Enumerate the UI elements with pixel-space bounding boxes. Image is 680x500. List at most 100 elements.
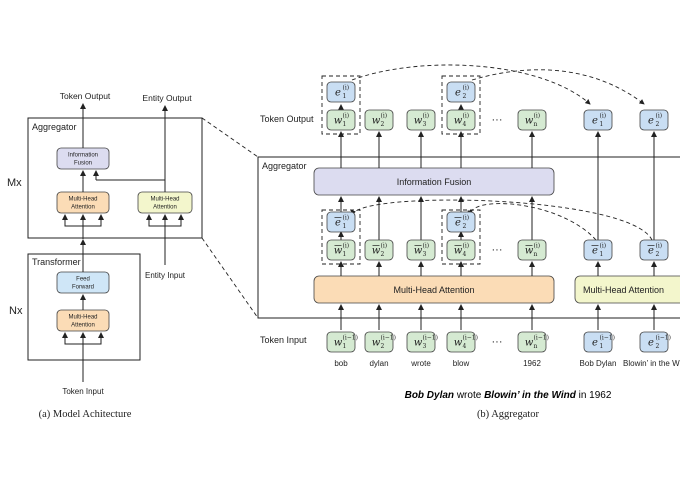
svg-text:(i): (i) bbox=[381, 243, 388, 250]
ellipsis-0: ··· bbox=[492, 114, 503, 126]
svg-text:(i−1): (i−1) bbox=[600, 335, 615, 342]
svg-text:1: 1 bbox=[600, 251, 604, 258]
example-sentence: Bob Dylan wrote Blowin’ in the Wind in 1… bbox=[405, 390, 612, 401]
left-aggregator-box bbox=[27, 117, 203, 239]
left-token-mha-line1: Multi-Head bbox=[68, 197, 97, 203]
left-information-fusion-line1: Information bbox=[68, 153, 98, 159]
zoom-guides bbox=[201, 117, 259, 319]
svg-text:w: w bbox=[334, 246, 343, 257]
svg-text:(i): (i) bbox=[600, 113, 607, 120]
svg-text:1: 1 bbox=[600, 121, 604, 128]
left-entity-output-label: Entity Output bbox=[142, 93, 192, 103]
word-label-blow: blow bbox=[453, 359, 470, 368]
svg-text:(i): (i) bbox=[463, 113, 470, 120]
nx-label: Nx bbox=[9, 305, 23, 317]
left-aggregator-arrows bbox=[62, 103, 184, 265]
entity-label-blowin: Blowin’ in the Wind bbox=[623, 359, 680, 368]
sentence-part-2: Blowin’ in the Wind bbox=[484, 390, 577, 401]
svg-text:(i): (i) bbox=[463, 85, 470, 92]
column-arrows bbox=[338, 104, 657, 330]
left-entity-mha-line1: Multi-Head bbox=[150, 197, 179, 203]
word-label-wrote: wrote bbox=[410, 359, 431, 368]
alignment-arrows bbox=[350, 64, 653, 241]
ellipsis-1: ··· bbox=[492, 244, 503, 256]
svg-text:1: 1 bbox=[343, 343, 347, 350]
left-transformer-arrows bbox=[62, 239, 104, 382]
word-label-bob: bob bbox=[334, 359, 348, 368]
multi-head-attention-token-label: Multi-Head Attention bbox=[393, 285, 474, 295]
left-token-input-label: Token Input bbox=[62, 387, 104, 396]
information-fusion-label: Information Fusion bbox=[397, 177, 472, 187]
svg-text:(i): (i) bbox=[600, 243, 607, 250]
svg-text:w: w bbox=[525, 338, 534, 349]
svg-text:e: e bbox=[455, 218, 461, 229]
svg-text:(i−1): (i−1) bbox=[656, 335, 671, 342]
svg-text:2: 2 bbox=[381, 343, 385, 350]
svg-text:e: e bbox=[592, 116, 598, 127]
svg-text:w: w bbox=[525, 246, 534, 257]
svg-text:4: 4 bbox=[463, 121, 467, 128]
left-token-mha-line2: Attention bbox=[71, 205, 95, 211]
left-caption: (a) Model Achitecture bbox=[39, 409, 132, 420]
right-aggregator-label: Aggregator bbox=[262, 161, 307, 171]
information-fusion-box bbox=[313, 167, 555, 196]
left-transformer-mha-line1: Multi-Head bbox=[68, 315, 97, 321]
word-label-dylan: dylan bbox=[369, 359, 388, 368]
right-token-input-label: Token Input bbox=[260, 335, 307, 345]
svg-text:2: 2 bbox=[656, 251, 660, 258]
svg-text:w: w bbox=[414, 116, 423, 127]
left-information-fusion-line2: Fusion bbox=[74, 161, 92, 167]
svg-text:(i): (i) bbox=[343, 85, 350, 92]
svg-text:w: w bbox=[454, 116, 463, 127]
ellipsis-2: ··· bbox=[492, 336, 503, 348]
svg-text:e: e bbox=[648, 338, 654, 349]
svg-text:1: 1 bbox=[343, 121, 347, 128]
dots-layer: ··· ··· ··· bbox=[492, 114, 503, 348]
svg-text:w: w bbox=[372, 338, 381, 349]
svg-text:1: 1 bbox=[343, 223, 347, 230]
svg-text:4: 4 bbox=[463, 251, 467, 258]
svg-text:(i): (i) bbox=[656, 113, 663, 120]
right-caption: (b) Aggregator bbox=[477, 409, 540, 420]
left-token-output-label: Token Output bbox=[60, 91, 111, 101]
left-aggregator-label: Aggregator bbox=[32, 122, 77, 132]
svg-text:e: e bbox=[648, 246, 654, 257]
svg-text:2: 2 bbox=[463, 93, 467, 100]
svg-text:w: w bbox=[414, 338, 423, 349]
svg-text:e: e bbox=[648, 116, 654, 127]
right-aggregator-box bbox=[257, 156, 680, 319]
svg-text:w: w bbox=[454, 246, 463, 257]
svg-text:1: 1 bbox=[343, 251, 347, 258]
svg-text:3: 3 bbox=[423, 251, 427, 258]
svg-text:4: 4 bbox=[463, 343, 467, 350]
multi-head-attention-entity-label: Multi-Head Attention bbox=[583, 285, 664, 295]
left-transformer-box bbox=[27, 253, 141, 361]
svg-text:(i): (i) bbox=[656, 243, 663, 250]
svg-text:(i): (i) bbox=[343, 243, 350, 250]
svg-text:(i−1): (i−1) bbox=[381, 335, 396, 342]
aggregator-panel: Token Output Aggregator Information Fusi… bbox=[257, 64, 680, 420]
svg-text:n: n bbox=[534, 251, 538, 258]
svg-text:2: 2 bbox=[656, 343, 660, 350]
svg-text:(i): (i) bbox=[534, 113, 541, 120]
svg-text:w: w bbox=[372, 246, 381, 257]
svg-text:w: w bbox=[334, 338, 343, 349]
svg-text:2: 2 bbox=[381, 121, 385, 128]
svg-text:e: e bbox=[592, 338, 598, 349]
svg-text:(i−1): (i−1) bbox=[534, 335, 549, 342]
